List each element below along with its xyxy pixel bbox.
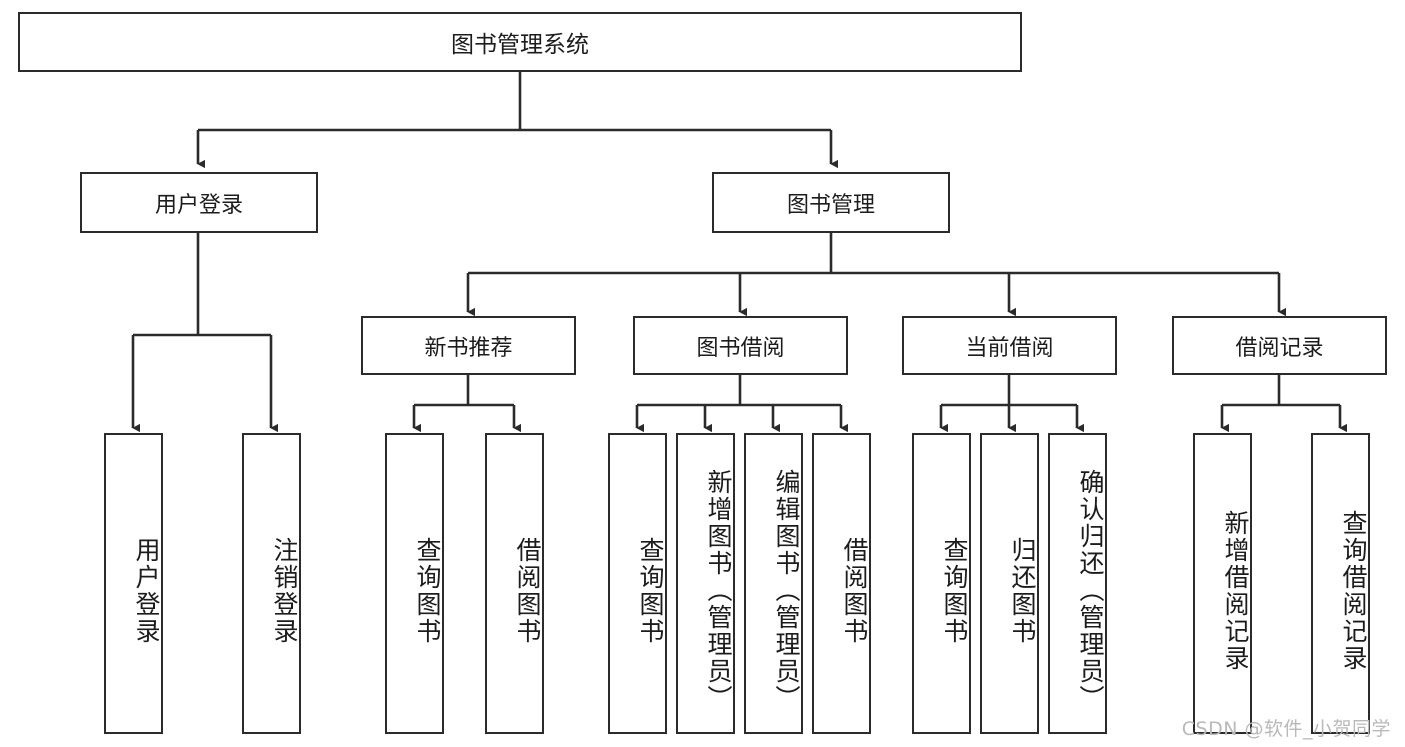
leaf-borrow-book-recommend[interactable]: 借阅图书 [485, 433, 544, 734]
node-book-management[interactable]: 图书管理 [712, 172, 950, 233]
leaf-confirm-return-admin[interactable]: 确认归还（管理员） [1048, 433, 1107, 734]
node-current-borrow[interactable]: 当前借阅 [902, 316, 1117, 375]
leaf-query-book-recommend[interactable]: 查询图书 [385, 433, 444, 734]
leaf-return-book[interactable]: 归还图书 [980, 433, 1039, 734]
node-new-book-recommend[interactable]: 新书推荐 [361, 316, 576, 375]
leaf-add-book-admin[interactable]: 新增图书（管理员） [676, 433, 735, 734]
leaf-query-book-borrow[interactable]: 查询图书 [608, 433, 667, 734]
node-book-borrow[interactable]: 图书借阅 [633, 316, 848, 375]
node-user-login[interactable]: 用户登录 [80, 172, 318, 233]
node-borrow-record[interactable]: 借阅记录 [1172, 316, 1387, 375]
leaf-borrow-book[interactable]: 借阅图书 [812, 433, 871, 734]
leaf-logout[interactable]: 注销登录 [242, 433, 301, 734]
watermark-text: CSDN @软件_小贺同学 [1181, 718, 1391, 740]
leaf-user-login[interactable]: 用户登录 [104, 433, 163, 734]
leaf-query-borrow-record[interactable]: 查询借阅记录 [1311, 433, 1370, 734]
leaf-query-book-current[interactable]: 查询图书 [912, 433, 971, 734]
leaf-edit-book-admin[interactable]: 编辑图书（管理员） [744, 433, 803, 734]
leaf-add-borrow-record[interactable]: 新增借阅记录 [1193, 433, 1252, 734]
node-root[interactable]: 图书管理系统 [18, 12, 1022, 72]
